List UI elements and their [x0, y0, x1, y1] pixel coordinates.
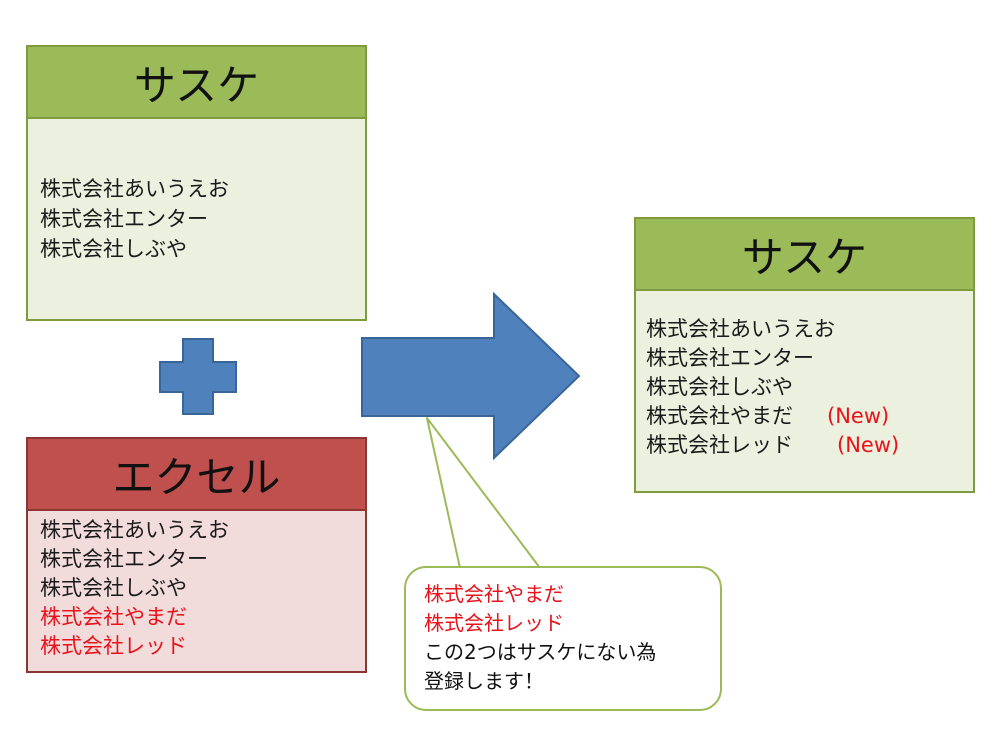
sasuke-source-box: サスケ 株式会社あいうえお 株式会社エンター 株式会社しぶや — [26, 45, 367, 321]
company-name: 株式会社やまだ — [646, 404, 793, 428]
list-item: 株式会社あいうえお — [646, 317, 835, 341]
list-item-new: 株式会社やまだ — [40, 605, 187, 629]
list-item-new: 株式会社レッド — [40, 634, 187, 658]
list-item: 株式会社エンター — [40, 547, 208, 571]
sasuke-result-list: 株式会社あいうえお 株式会社エンター 株式会社しぶや 株式会社やまだ(New) … — [636, 291, 973, 460]
callout-highlight: 株式会社やまだ — [424, 582, 564, 606]
excel-box: エクセル 株式会社あいうえお 株式会社エンター 株式会社しぶや 株式会社やまだ … — [26, 437, 367, 673]
sasuke-result-box: サスケ 株式会社あいうえお 株式会社エンター 株式会社しぶや 株式会社やまだ (N… — [634, 217, 975, 493]
list-item: 株式会社エンター — [40, 207, 208, 231]
list-item: 株式会社エンター — [646, 346, 814, 370]
callout-text: 登録します！ — [424, 669, 544, 693]
callout-text: この2つはサスケにない為 — [424, 640, 657, 664]
list-item-new: 株式会社やまだ (New) — [646, 402, 973, 431]
list-item: 株式会社あいうえお — [40, 518, 229, 542]
new-tag: (New) — [837, 433, 900, 457]
list-item: 株式会社しぶや — [646, 375, 793, 399]
list-item-new: 株式会社レッド (New) — [646, 431, 973, 460]
company-name: 株式会社レッド — [646, 433, 793, 457]
excel-list: 株式会社あいうえお 株式会社エンター 株式会社しぶや 株式会社やまだ 株式会社レ… — [28, 511, 365, 661]
callout-tail — [426, 417, 541, 569]
plus-icon — [159, 338, 237, 415]
new-tag: (New) — [827, 404, 890, 428]
list-item: 株式会社しぶや — [40, 237, 187, 261]
excel-title: エクセル — [28, 439, 365, 511]
list-item: 株式会社あいうえお — [40, 177, 229, 201]
callout-note: 株式会社やまだ 株式会社レッド この2つはサスケにない為 登録します！ — [404, 566, 722, 711]
list-item: 株式会社しぶや — [40, 576, 187, 600]
callout-highlight: 株式会社レッド — [424, 611, 564, 635]
right-arrow-icon — [361, 291, 581, 461]
sasuke-result-title: サスケ — [636, 219, 973, 291]
sasuke-source-list: 株式会社あいうえお 株式会社エンター 株式会社しぶや — [28, 119, 365, 264]
sasuke-source-title: サスケ — [28, 47, 365, 119]
